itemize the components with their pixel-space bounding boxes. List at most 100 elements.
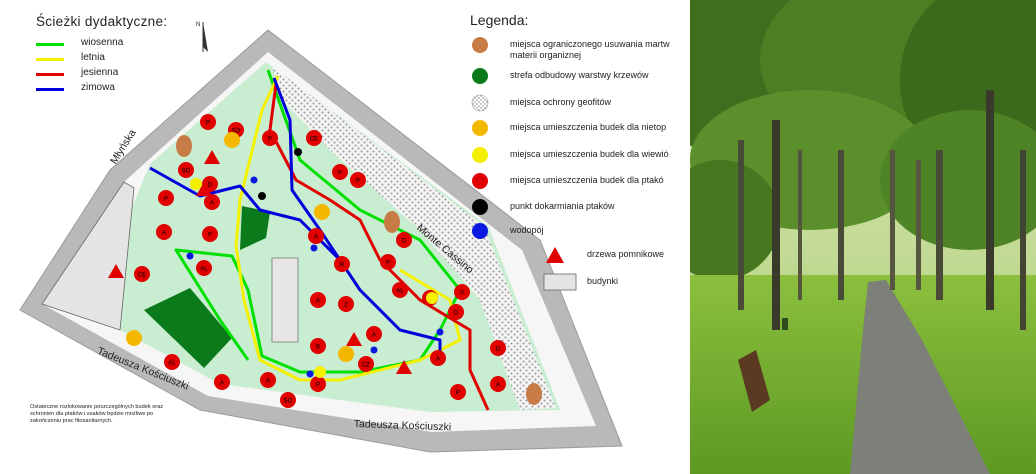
bird-box-code: P bbox=[456, 391, 460, 397]
black-circle-icon bbox=[472, 199, 488, 215]
bird-box-marker bbox=[448, 304, 464, 320]
water-point-marker bbox=[306, 370, 314, 378]
bird-box-marker bbox=[338, 296, 354, 312]
geophyte-zone bbox=[272, 66, 556, 410]
legend-label: budynki bbox=[587, 276, 619, 286]
bat-box-marker bbox=[126, 330, 142, 346]
path-legend-label: jesienna bbox=[81, 67, 119, 78]
bird-box-marker bbox=[280, 392, 296, 408]
monument-tree-marker bbox=[204, 150, 220, 164]
bird-box-code: P bbox=[338, 171, 342, 177]
path-legend-label: letnia bbox=[81, 52, 105, 63]
bird-box-marker bbox=[490, 376, 506, 392]
bird-box-marker bbox=[366, 326, 382, 342]
bench bbox=[738, 350, 770, 412]
shrub-zone-1 bbox=[240, 206, 270, 250]
green-circle-icon bbox=[472, 68, 488, 84]
bird-box-marker bbox=[164, 354, 180, 370]
bat-box-marker bbox=[314, 204, 330, 220]
bird-box-code: SO bbox=[284, 399, 293, 405]
winter-swatch bbox=[36, 88, 64, 91]
squirrel-box-marker bbox=[314, 366, 326, 378]
spring-swatch bbox=[36, 43, 64, 46]
didactic-path-summer bbox=[234, 75, 462, 382]
monument-tree-marker bbox=[196, 182, 212, 196]
legend-title: Legenda: bbox=[470, 12, 529, 28]
legend-label: miejsca umieszczenia budek dla wiewió bbox=[510, 149, 669, 159]
park-alley-photo bbox=[690, 0, 1036, 474]
summer-swatch bbox=[36, 58, 64, 61]
grey-rect-icon bbox=[543, 273, 577, 291]
bird-box-marker bbox=[358, 356, 374, 372]
bird-box-code: AL bbox=[396, 289, 404, 295]
bird-box-marker bbox=[310, 376, 326, 392]
monument-tree-marker bbox=[346, 332, 362, 346]
bird-box-code: A bbox=[314, 235, 318, 241]
bird-box-code: D bbox=[402, 239, 407, 245]
squirrel-box-marker bbox=[190, 178, 202, 190]
bird-box-code: A bbox=[210, 201, 214, 207]
monument-tree-marker bbox=[396, 360, 412, 374]
bird-box-code: P bbox=[316, 383, 320, 389]
bird-box-marker bbox=[196, 260, 212, 276]
bird-box-code: B bbox=[316, 345, 320, 351]
bird-box-code: P bbox=[208, 233, 212, 239]
deadwood-marker bbox=[176, 135, 192, 157]
bird-box-marker bbox=[380, 254, 396, 270]
alley-path bbox=[850, 280, 990, 474]
red-triangle-icon bbox=[546, 247, 564, 263]
path-legend-label: wiosenna bbox=[81, 37, 124, 48]
bird-box-marker bbox=[262, 130, 278, 146]
paths-legend-title: Ścieżki dydaktyczne: bbox=[36, 14, 168, 29]
compass-label: N bbox=[196, 22, 201, 28]
bird-box-code: CE bbox=[138, 273, 146, 279]
dotted-circle-icon bbox=[471, 94, 489, 112]
feeding-point-marker bbox=[258, 192, 266, 200]
bird-box-marker bbox=[350, 172, 366, 188]
bird-box-marker bbox=[396, 232, 412, 248]
bat-box-marker bbox=[224, 132, 240, 148]
bird-box-marker bbox=[450, 384, 466, 400]
legend-label: drzewa pomnikowe bbox=[587, 249, 665, 259]
bird-box-marker bbox=[306, 130, 322, 146]
legend-label: punkt dokarmiania ptaków bbox=[510, 201, 615, 211]
deadwood-marker bbox=[526, 383, 542, 405]
bird-box-code: A bbox=[162, 231, 166, 237]
bird-box-code: Z bbox=[344, 303, 348, 309]
water-point-marker bbox=[250, 176, 258, 184]
bird-box-marker bbox=[214, 374, 230, 390]
bird-box-marker bbox=[204, 194, 220, 210]
bird-box-code: P bbox=[206, 121, 210, 127]
bird-box-marker bbox=[334, 256, 350, 272]
bird-box-code: P bbox=[268, 137, 272, 143]
bird-box-code: CE bbox=[310, 137, 318, 143]
bird-box-marker bbox=[260, 372, 276, 388]
park-photo bbox=[690, 0, 1036, 474]
legend-label: strefa odbudowy warstwy krzewów bbox=[510, 70, 649, 80]
didactic-path-autumn bbox=[268, 83, 490, 411]
water-point-marker bbox=[186, 252, 194, 260]
bird-box-marker bbox=[156, 224, 172, 240]
compass-arrow bbox=[203, 22, 208, 52]
bird-box-code: A bbox=[436, 357, 440, 363]
water-point-marker bbox=[370, 346, 378, 354]
bird-box-code: A bbox=[496, 383, 500, 389]
bird-box-code: P bbox=[356, 179, 360, 185]
bird-box-code: A bbox=[220, 381, 224, 387]
bird-box-code: A bbox=[316, 299, 320, 305]
bird-box-code: S bbox=[460, 291, 464, 297]
bird-box-code: AL bbox=[200, 267, 208, 273]
water-point-marker bbox=[436, 328, 444, 336]
legend-label: miejsca umieszczenia budek dla ptakó bbox=[510, 175, 664, 185]
bird-box-code: P bbox=[386, 261, 390, 267]
bird-box-marker bbox=[308, 228, 324, 244]
building-center bbox=[271, 257, 299, 343]
bird-box-marker bbox=[332, 164, 348, 180]
bird-box-marker bbox=[178, 162, 194, 178]
bird-box-marker bbox=[134, 266, 150, 282]
bird-box-marker bbox=[200, 114, 216, 130]
legend-label: wodopój bbox=[510, 225, 544, 235]
